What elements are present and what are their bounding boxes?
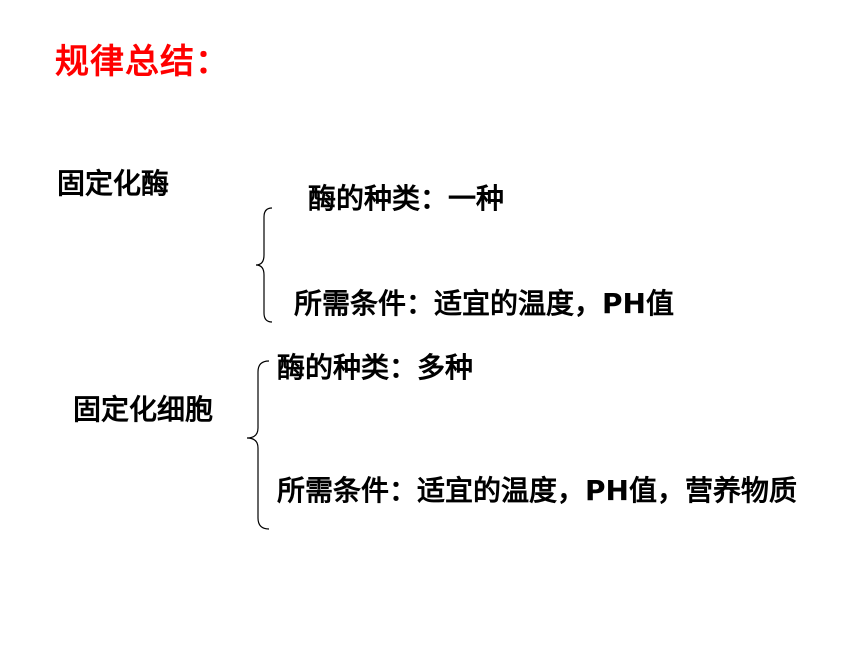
section-label: 固定化细胞 <box>73 393 214 426</box>
enzyme-type-text: 酶的种类：一种 <box>308 182 505 215</box>
curly-brace <box>246 360 270 530</box>
section-label: 固定化酶 <box>57 167 170 200</box>
enzyme-type-text: 酶的种类：多种 <box>277 351 474 384</box>
curly-brace <box>255 207 273 323</box>
conditions-text: 所需条件：适宜的温度，PH值 <box>294 287 674 320</box>
conditions-text: 所需条件：适宜的温度，PH值，营养物质 <box>277 474 797 507</box>
slide-title: 规律总结： <box>55 42 230 82</box>
